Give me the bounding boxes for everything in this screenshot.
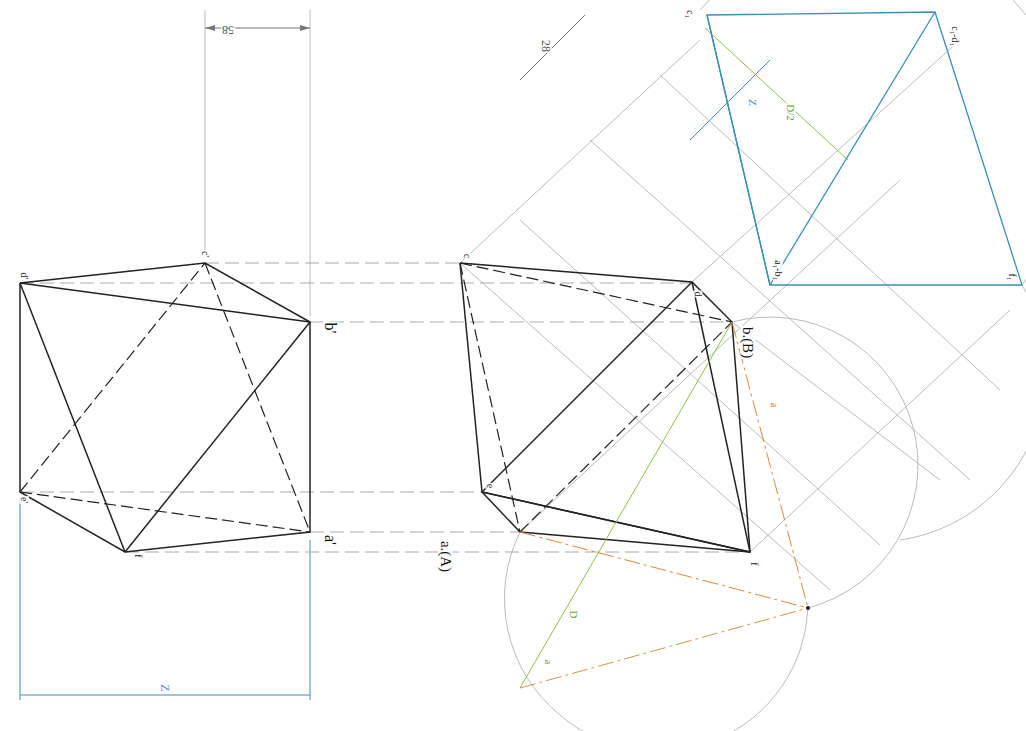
vertex-label: 28 — [540, 39, 552, 53]
vertex-label: f₁ — [1007, 273, 1017, 282]
vertex-label: D/2 — [785, 103, 796, 122]
vertex-label: a.(A) — [438, 539, 453, 572]
vertex-label: c₁ — [685, 9, 695, 19]
vertex-label: c₁-d₁ — [950, 25, 960, 47]
vertex-label: f — [749, 561, 759, 566]
vertex-label: a — [769, 402, 779, 408]
vertex-label: a — [543, 659, 553, 665]
vertex-label: d' — [19, 272, 29, 281]
vertex-label: Z — [159, 683, 171, 692]
vertex-label: a₁-b₁ — [773, 259, 783, 281]
vertex-label: D — [568, 609, 579, 619]
vertex-label: b' — [322, 322, 338, 335]
vertex-label: d — [692, 291, 702, 298]
vertex-label: 58 — [221, 24, 235, 36]
vertex-label: Z — [746, 98, 757, 107]
vertex-label: c' — [200, 250, 210, 258]
vertex-label: f — [133, 553, 143, 558]
vertex-label: b.(B) — [741, 325, 756, 358]
vertex-label: e — [485, 483, 495, 489]
vertex-label: e' — [19, 496, 29, 504]
vertex-label: a' — [322, 534, 338, 546]
vertex-label: c — [462, 253, 472, 259]
